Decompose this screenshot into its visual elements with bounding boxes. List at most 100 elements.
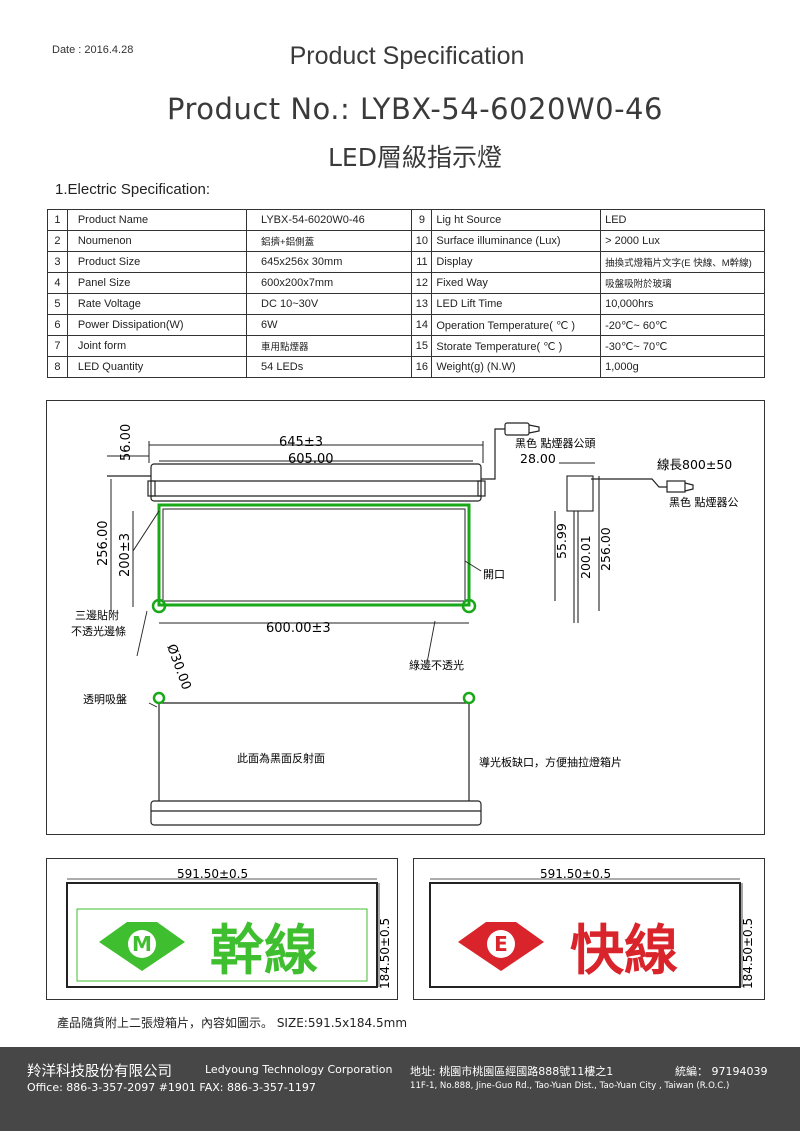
- section-title: 1.Electric Specification:: [55, 181, 211, 198]
- front-frame: [107, 463, 482, 502]
- spec-value: 645x256x 30mm: [246, 251, 413, 273]
- dim-56: 56.00: [119, 424, 134, 461]
- dim-28: 28.00: [520, 451, 556, 466]
- spec-value: -30℃~ 70℃: [600, 335, 765, 357]
- spec-number: 1: [47, 209, 68, 231]
- dim-645: 645±3: [279, 435, 323, 450]
- spec-number: 14: [411, 314, 433, 336]
- spec-key: Product Name: [66, 209, 248, 231]
- technical-drawing: 645±3 605.00 56.00 256.00 200±3 600.00±3…: [46, 400, 765, 835]
- sign-e-height: 184.50±0.5: [741, 918, 755, 989]
- company-name: 羚洋科技股份有限公司: [27, 1064, 172, 1080]
- spec-key: Operation Temperature( ℃ ): [431, 314, 602, 336]
- dim-256-side: 256.00: [598, 527, 613, 571]
- spec-value: 6W: [246, 314, 413, 336]
- spec-key: Joint form: [66, 335, 248, 357]
- footer: 羚洋科技股份有限公司 Ledyoung Technology Corporati…: [0, 1047, 800, 1131]
- spec-number: 13: [411, 293, 433, 315]
- spec-key: Noumenon: [66, 230, 248, 252]
- cable-length: 線長800±50: [657, 457, 732, 472]
- spec-key: Panel Size: [66, 272, 248, 294]
- company-name-en: Ledyoung Technology Corporation: [205, 1063, 393, 1076]
- spec-number: 16: [411, 356, 433, 378]
- spec-key: Power Dissipation(W): [66, 314, 248, 336]
- spec-key: Surface illuminance (Lux): [431, 230, 602, 252]
- sign-m-width: 591.50±0.5: [177, 867, 248, 881]
- sign-m-letter: M: [132, 932, 152, 956]
- dim-55-99: 55.99: [554, 523, 569, 559]
- spec-number: 3: [47, 251, 68, 273]
- spec-key: Lig ht Source: [431, 209, 602, 231]
- dim-200: 200±3: [118, 533, 133, 577]
- spec-value: 54 LEDs: [246, 356, 413, 378]
- address-en: 11F-1, No.888, Jine-Guo Rd., Tao-Yuan Di…: [410, 1081, 730, 1091]
- spec-value: 抽換式燈箱片文字(E 快線、M幹線): [600, 251, 765, 273]
- spec-key: Rate Voltage: [66, 293, 248, 315]
- spec-number: 8: [47, 356, 68, 378]
- spec-value: > 2000 Lux: [600, 230, 765, 252]
- address: 地址: 桃園市桃園區經國路888號11樓之1: [410, 1065, 614, 1078]
- suction-cup-left: [151, 598, 167, 614]
- sign-e-text: 快線: [570, 919, 678, 982]
- label-notch: 導光板缺口，方便抽拉燈箱片: [479, 755, 622, 769]
- spec-number: 7: [47, 335, 68, 357]
- spec-value: -20℃~ 60℃: [600, 314, 765, 336]
- contact-info: Office: 886-3-357-2097 #1901 FAX: 886-3-…: [27, 1081, 316, 1094]
- page-title: Product Specification: [289, 42, 525, 70]
- sign-e-letter: E: [494, 932, 508, 956]
- date-label: Date : 2016.4.28: [52, 44, 134, 56]
- note: 產品隨貨附上二張燈箱片，內容如圖示。 SIZE:591.5x184.5mm: [57, 1016, 408, 1030]
- spec-value: LYBX-54-6020W0-46: [246, 209, 413, 231]
- spec-key: Storate Temperature( ℃ ): [431, 335, 602, 357]
- label-back: 此面為黑面反射面: [237, 751, 325, 765]
- spec-number: 4: [47, 272, 68, 294]
- spec-value: 1,000g: [600, 356, 765, 378]
- frame-end-caps: [147, 480, 486, 497]
- label-three-sides-2: 不透光邊條: [71, 624, 126, 638]
- spec-number: 2: [47, 230, 68, 252]
- product-number: Product No.: LYBX-54-6020W0-46: [167, 92, 663, 126]
- spec-number: 10: [411, 230, 433, 252]
- product-name: LED層級指示燈: [328, 143, 502, 172]
- spec-key: Fixed Way: [431, 272, 602, 294]
- spec-number: 5: [47, 293, 68, 315]
- spec-value: 車用點煙器: [246, 335, 413, 357]
- spec-value: 吸盤吸附於玻璃: [600, 272, 765, 294]
- suction-cup-right: [461, 598, 477, 614]
- spec-value: LED: [600, 209, 765, 231]
- sign-e-width: 591.50±0.5: [540, 867, 611, 881]
- dim-256-left: 256.00: [96, 521, 111, 567]
- label-plug-male: 黑色 點煙器公: [669, 495, 739, 509]
- spec-value: DC 10~30V: [246, 293, 413, 315]
- dim-200-01: 200.01: [578, 535, 593, 579]
- spec-key: Weight(g) (N.W): [431, 356, 602, 378]
- label-green-edge: 綠邊不透光: [409, 658, 464, 672]
- spec-number: 15: [411, 335, 433, 357]
- spec-number: 11: [411, 251, 433, 273]
- dim-605: 605.00: [288, 452, 334, 467]
- suction-cup-back-right: [462, 691, 476, 705]
- spec-number: 12: [411, 272, 433, 294]
- label-suction: 透明吸盤: [83, 693, 127, 706]
- spec-key: Display: [431, 251, 602, 273]
- spec-number: 6: [47, 314, 68, 336]
- label-plug-female: 黑色 點煙器公頭: [515, 436, 596, 450]
- sign-panel-m: 591.50±0.5 184.50±0.5 M 幹線: [46, 858, 398, 1000]
- spec-value: 600x200x7mm: [246, 272, 413, 294]
- spec-value: 10‚000hrs: [600, 293, 765, 315]
- spec-key: LED Lift Time: [431, 293, 602, 315]
- label-opening: 開口: [483, 568, 505, 581]
- spec-key: Product Size: [66, 251, 248, 273]
- dim-600: 600.00±3: [266, 621, 331, 636]
- sign-m-text: 幹線: [210, 919, 318, 982]
- spec-number: 9: [411, 209, 433, 231]
